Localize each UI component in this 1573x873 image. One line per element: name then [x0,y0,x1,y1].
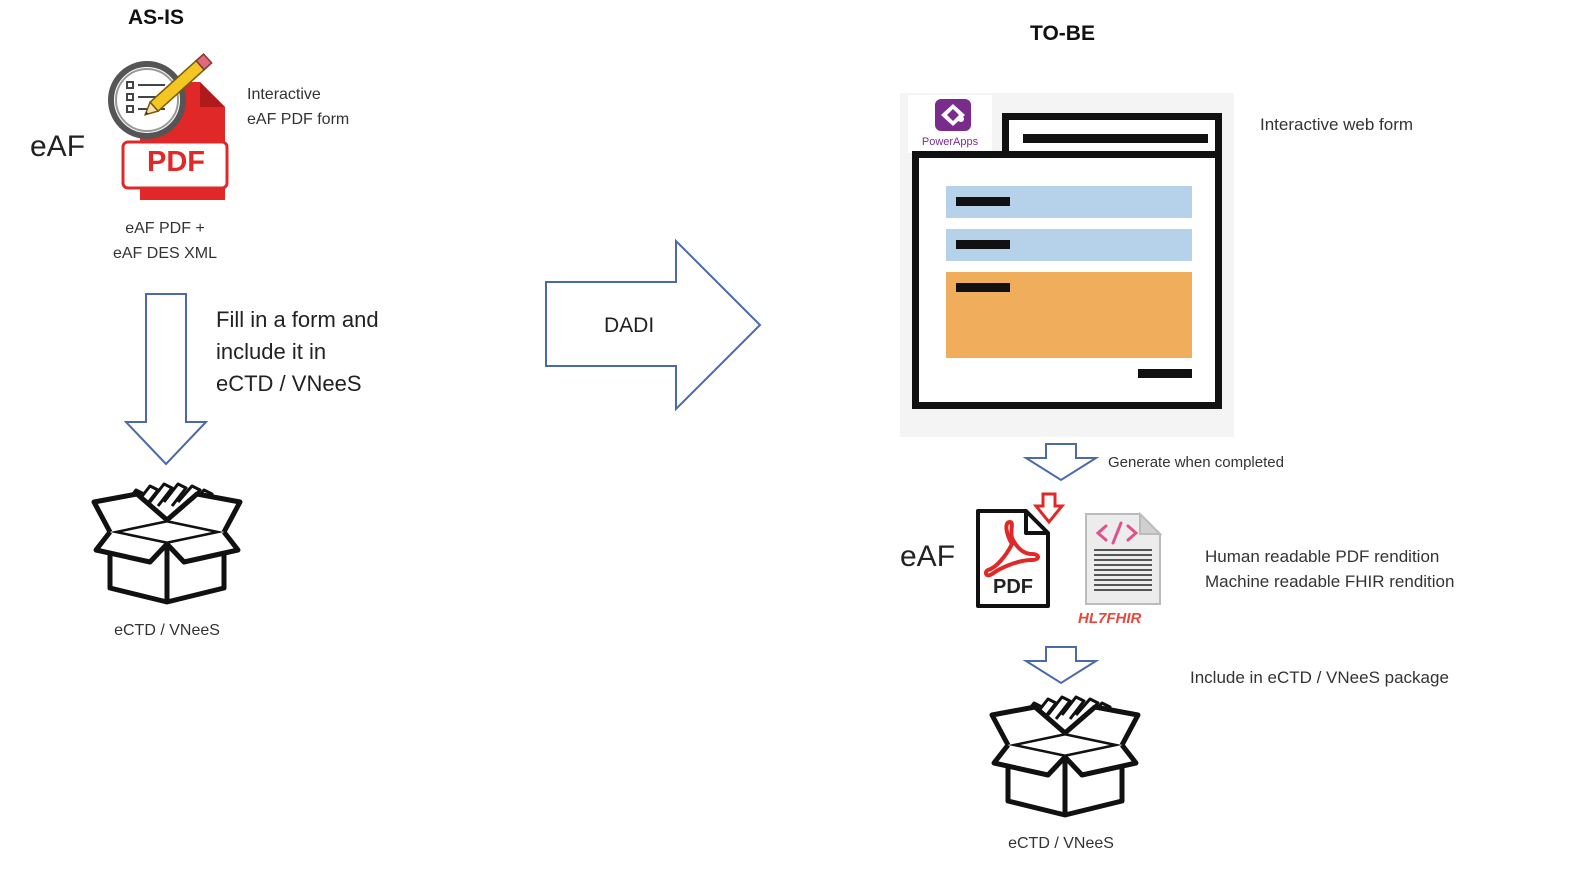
red-down-arrow-icon [1032,492,1066,525]
web-form-frame [912,151,1222,409]
powerapps-icon [935,99,971,131]
to-be-package-label: eCTD / VNeeS [1008,835,1114,852]
include-arrow-icon [1022,645,1100,685]
rendition-caption-1: Human readable PDF rendition [1205,547,1440,566]
include-caption: Include in eCTD / VNeeS package [1190,668,1449,687]
to-be-form-caption: Interactive web form [1260,115,1414,134]
as-is-step-text-2: include it in [216,339,327,364]
fhir-code-file-icon: HL7FHIR [1078,510,1168,632]
as-is-file-caption-1: eAF PDF + [125,220,205,237]
as-is-eaf-label: eAF [30,130,86,163]
archive-box-icon [989,693,1141,823]
to-be-eaf-label: eAF [900,540,956,573]
web-form-illustration: PowerApps [900,93,1234,437]
as-is-step-text-1: Fill in a form and [216,307,379,332]
generate-caption: Generate when completed [1108,454,1284,471]
powerapps-badge: PowerApps [908,95,992,153]
web-form-tab [1002,113,1222,157]
as-is-heading: AS-IS [128,6,185,29]
down-arrow-icon [120,292,212,467]
as-is-file-caption-2: eAF DES XML [112,245,218,262]
as-is-package-label: eCTD / VNeeS [114,622,220,639]
generate-arrow-icon [1022,442,1100,482]
powerapps-label: PowerApps [921,136,979,148]
web-form-field-1 [946,186,1192,218]
as-is-form-caption-2: eAF PDF form [247,111,350,128]
to-be-heading: TO-BE [1030,22,1095,45]
adobe-pdf-icon: PDF [974,508,1052,610]
pdf-doc-label: PDF [993,576,1033,598]
dadi-label: DADI [604,314,655,337]
as-is-step-text-3: eCTD / VNeeS [216,371,362,396]
pdf-form-pencil-icon: PDF [105,42,235,207]
web-form-field-2 [946,229,1192,261]
rendition-caption-2: Machine readable FHIR rendition [1205,572,1455,591]
as-is-form-caption-1: Interactive [247,86,321,103]
web-form-textarea [946,272,1192,358]
pdf-badge-text: PDF [147,146,205,178]
web-form-submit [1138,369,1192,378]
fhir-logo: HL7FHIR [1078,610,1142,627]
archive-box-icon [91,480,243,610]
right-arrow-icon [544,238,764,413]
